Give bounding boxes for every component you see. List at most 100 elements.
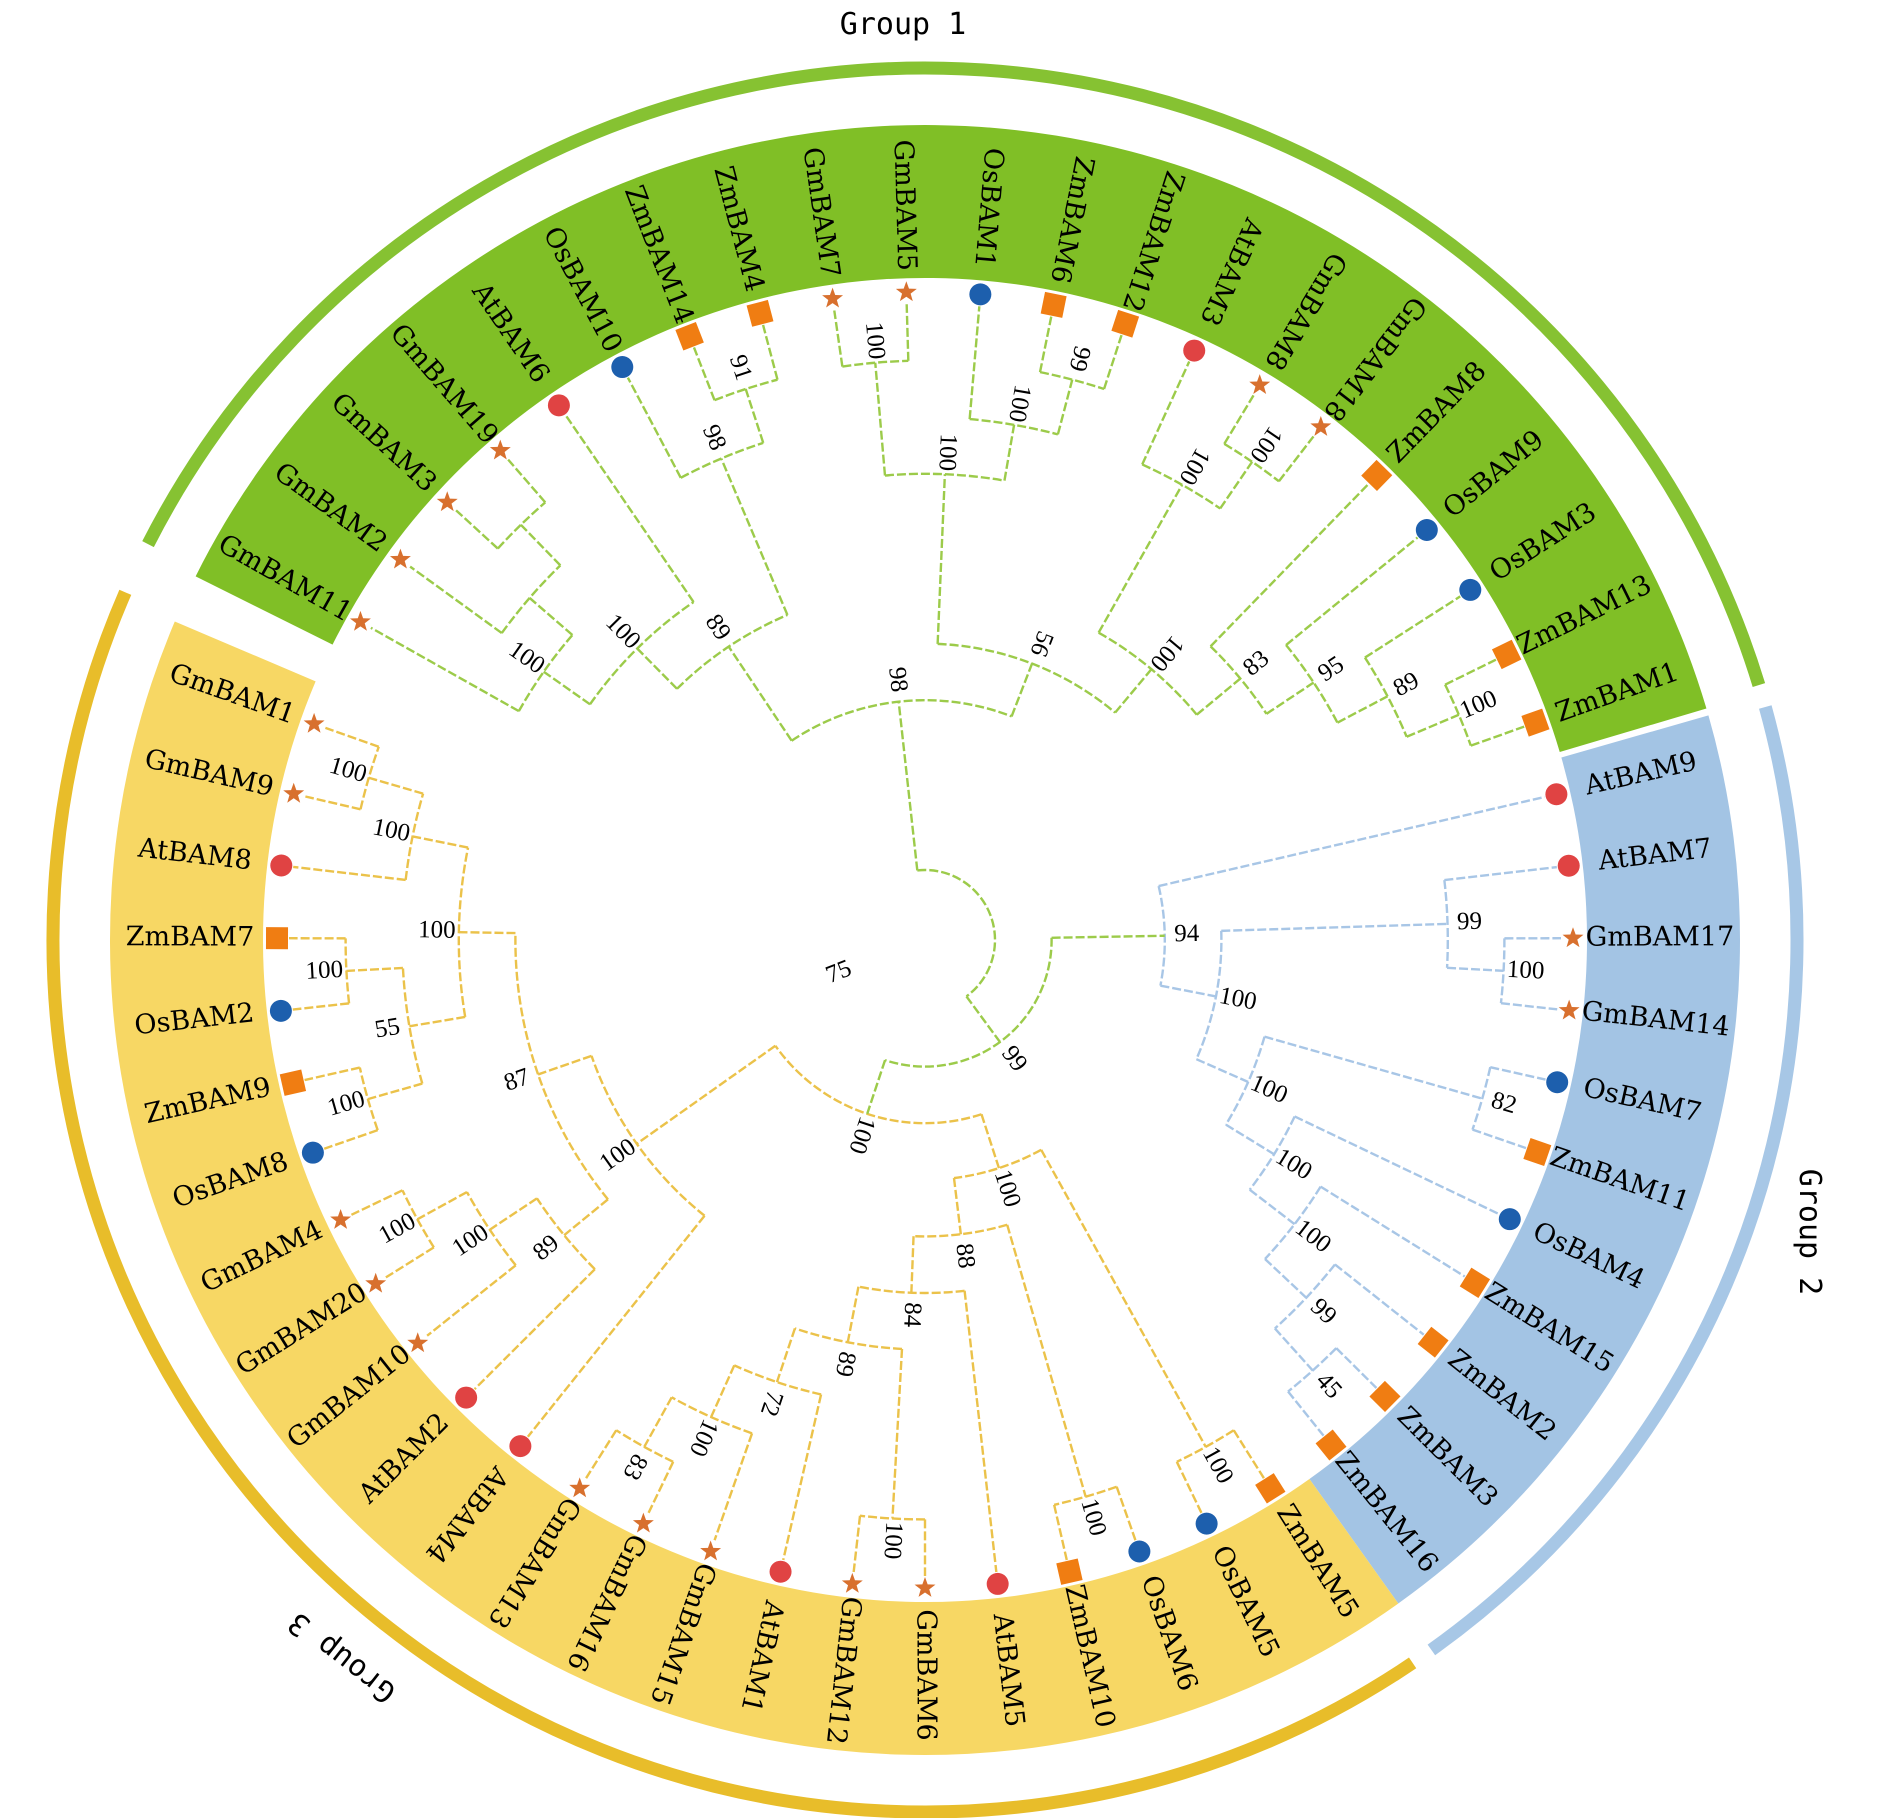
branch-line [489, 1197, 538, 1231]
branch-line [1277, 435, 1315, 482]
tree-branches [288, 304, 1562, 1576]
branch-line [1444, 658, 1497, 686]
branch-line [1209, 483, 1370, 648]
branch-line [1056, 379, 1074, 435]
branch-line [520, 523, 562, 567]
branch-arc [1209, 645, 1268, 715]
branch-line [1336, 695, 1389, 724]
branch-line [1223, 394, 1255, 445]
leaf-label: ZmBAM7 [126, 921, 255, 952]
branch-arc [535, 1197, 596, 1271]
branch-line [416, 1190, 468, 1221]
bootstrap-value: 56 [1025, 627, 1059, 660]
branch-line [526, 1214, 706, 1438]
circle-marker-icon [301, 1141, 324, 1164]
bootstrap-value: 99 [1305, 1293, 1342, 1330]
branch-line [1406, 713, 1460, 738]
square-marker-icon [279, 1069, 307, 1096]
branch-line [713, 1432, 754, 1541]
branch-arc [774, 1045, 982, 1125]
star-marker-icon [700, 1540, 722, 1561]
bootstrap-value: 100 [1246, 1069, 1291, 1109]
branch-line [852, 1515, 862, 1573]
branch-line [761, 324, 779, 380]
bootstrap-value: 88 [950, 1242, 980, 1270]
star-marker-icon [389, 548, 411, 569]
bootstrap-value: 84 [898, 1302, 926, 1329]
square-marker-icon [1459, 1267, 1491, 1298]
leaf-label: GmBAM17 [1586, 921, 1735, 952]
branch-line [1175, 1461, 1203, 1514]
branch-arc [913, 1223, 1008, 1238]
branch-line [412, 835, 469, 849]
group-ring-1 [142, 61, 1766, 687]
star-marker-icon [822, 287, 844, 308]
branch-line [1221, 922, 1448, 933]
bootstrap-value: 89 [1389, 667, 1424, 703]
branch-line [507, 458, 547, 504]
branch-line [1010, 663, 1034, 717]
bootstrap-value: 87 [500, 1063, 532, 1097]
branch-line [727, 645, 793, 742]
bootstrap-value: 89 [830, 1349, 861, 1379]
circle-marker-icon [611, 356, 634, 379]
group-2-label: Group 2 [1792, 1169, 1827, 1295]
branch-line [1273, 1327, 1314, 1372]
branch-arc [733, 1364, 822, 1396]
branch-line [458, 930, 516, 935]
bootstrap-value: 91 [724, 352, 757, 384]
branch-line [1248, 1188, 1296, 1226]
branch-arc [457, 847, 470, 1018]
branch-line [1225, 1123, 1275, 1156]
branch-line [1102, 334, 1123, 390]
branch-line [305, 795, 361, 811]
branch-arc [1195, 930, 1223, 1060]
star-marker-icon [303, 712, 325, 733]
square-marker-icon [1255, 1473, 1286, 1504]
branch-line [304, 1066, 361, 1082]
branch-line [543, 670, 591, 706]
branch-line [1038, 316, 1053, 373]
bootstrap-value: 100 [370, 813, 412, 847]
branch-line [1294, 1115, 1500, 1216]
branch-line [346, 966, 404, 973]
branch-line [1114, 668, 1153, 714]
branch-line [1444, 865, 1557, 882]
bootstrap-value: 72 [755, 1387, 789, 1419]
branch-line [968, 306, 981, 420]
circle-marker-icon [1128, 1540, 1151, 1563]
branch-line [473, 1268, 596, 1390]
square-marker-icon [1523, 1138, 1552, 1167]
branch-line [710, 1364, 736, 1418]
group-band-1 [195, 124, 1707, 752]
branch-line [1052, 1504, 1068, 1561]
branch-arc [401, 967, 424, 1084]
branch-line [585, 1429, 618, 1479]
branch-arc [1471, 1066, 1492, 1130]
bootstrap-value: 83 [1238, 645, 1274, 682]
group-rings [46, 61, 1804, 1818]
branch-line [1265, 681, 1315, 715]
branch-line [1141, 360, 1191, 465]
branch-arc [680, 441, 764, 479]
branch-line [350, 1189, 403, 1216]
branch-line [1470, 725, 1525, 747]
branch-line [1264, 1035, 1483, 1100]
bootstrap-value: 98 [697, 421, 732, 455]
branch-line [720, 458, 789, 616]
branch-line [1334, 1263, 1425, 1336]
circle-marker-icon [1546, 1071, 1569, 1094]
branch-line [1287, 1390, 1325, 1437]
square-marker-icon [1040, 291, 1067, 318]
bootstrap-value: 100 [325, 1085, 368, 1121]
star-marker-icon [283, 782, 305, 803]
circle-marker-icon [269, 999, 292, 1022]
star-marker-icon [330, 1208, 352, 1229]
group-ring-2 [1427, 705, 1804, 1656]
group-ring-3 [46, 589, 1417, 1818]
group-band-3 [109, 621, 1399, 1756]
branch-line [1160, 984, 1217, 998]
branch-arc [496, 501, 547, 550]
